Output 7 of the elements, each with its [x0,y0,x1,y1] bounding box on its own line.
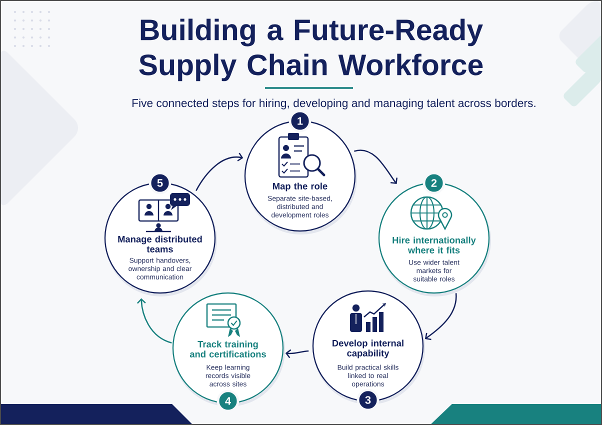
arrow [285,349,309,358]
title: Building a Future-Ready Supply Chain Workforce [139,18,483,82]
arrow [136,298,172,344]
arrow [424,293,457,340]
arrow [354,150,398,184]
subtitle: Five connected steps for hiring, developing and managing talent across borders. [132,98,536,110]
arrow [196,152,244,191]
